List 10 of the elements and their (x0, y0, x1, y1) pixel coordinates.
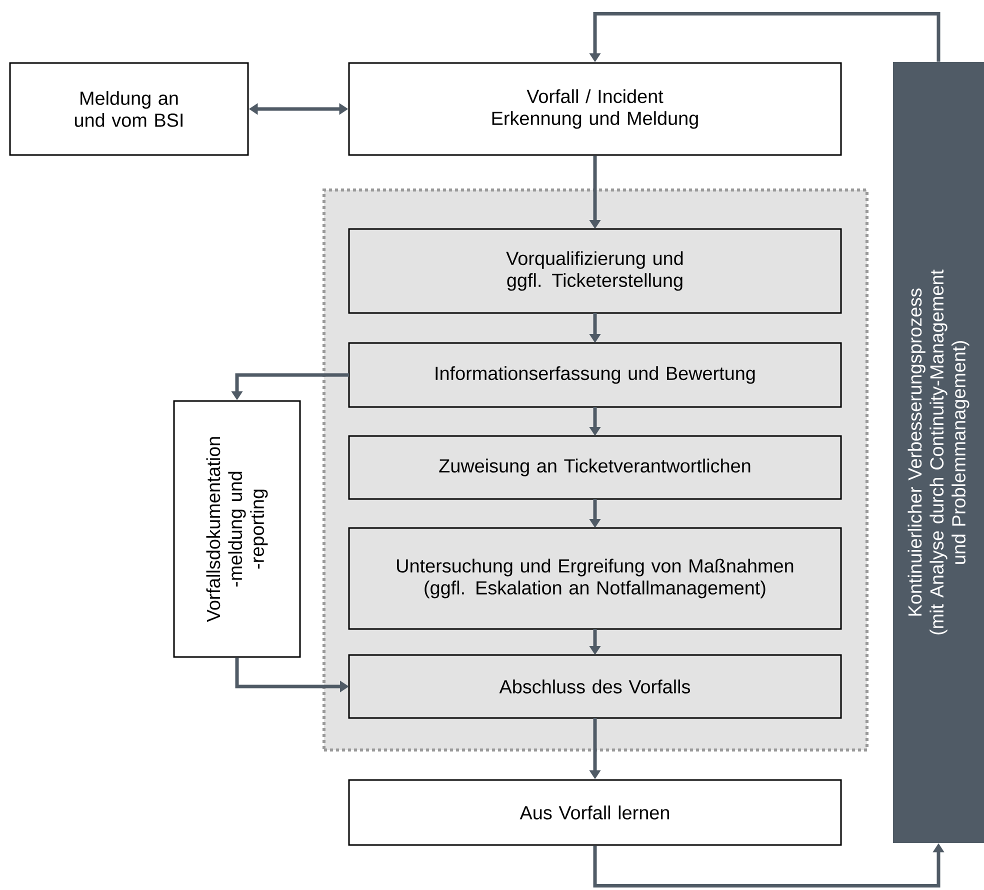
process-box: Aus Vorfall lernen (348, 779, 842, 846)
process-box: Zuweisung an Ticketverantwortlichen (348, 435, 842, 500)
process-box: Vorfallsdokumentation -meldung und -reporting (173, 400, 301, 658)
process-box: Vorfall / Incident Erkennung und Meldung (348, 62, 842, 156)
process-box: Meldung an und vom BSI (9, 62, 249, 156)
process-box: Vorqualifizierung und ggfl. Ticketerstellung (348, 228, 842, 314)
process-box: Untersuchung und Ergreifung von Maßnahmen (ggfl. Eskalation an Notfallmanagement) (348, 527, 842, 630)
process-band: Kontinuierlicher Verbesserungsprozess (mit Analyse durch Continuity-Management und Problemmanagement) (893, 62, 984, 843)
process-box: Abschluss des Vorfalls (348, 654, 842, 719)
process-box: Informationserfassung und Bewertung (348, 342, 842, 408)
